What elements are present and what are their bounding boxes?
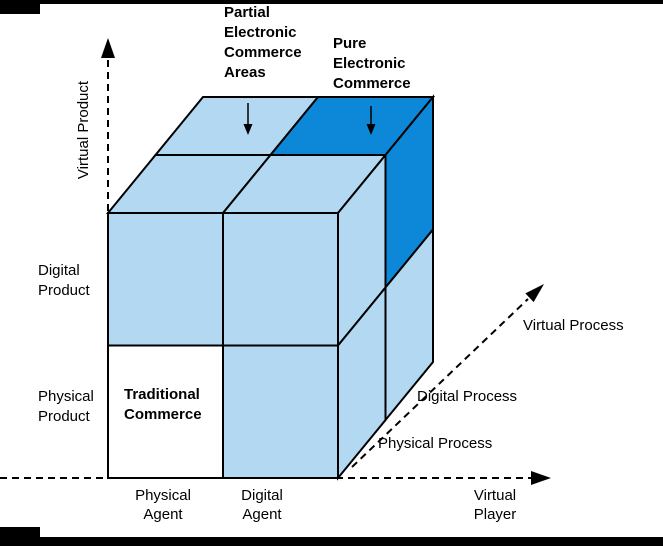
physical-product-line-2: Product	[38, 408, 91, 425]
partial-ec-line-1: Partial	[224, 4, 270, 21]
physical-agent-line-1: Physical	[135, 487, 191, 504]
partial-ec-line-3: Commerce	[224, 44, 302, 61]
digital-product-line-1: Digital	[38, 262, 80, 279]
pure-ec-line-2: Electronic	[333, 55, 406, 72]
virtual-process-axis-arrowhead-icon	[525, 284, 544, 303]
virtual-player-line-1: Virtual	[474, 487, 516, 504]
partial-ec-pointer-arrowhead-icon	[243, 124, 253, 135]
digital-agent-line-2: Agent	[242, 506, 282, 523]
partial-ec-line-4: Areas	[224, 64, 266, 81]
digital-product-line-2: Product	[38, 282, 91, 299]
virtual-player-line-2: Player	[474, 506, 517, 523]
pure-ec-line-1: Pure	[333, 35, 366, 52]
digital-product-label: Digital Product	[38, 262, 91, 299]
virtual-process-axis-line	[351, 298, 529, 468]
front-face-bottom-right-cell	[222, 344, 339, 479]
traditional-commerce-line-2: Commerce	[124, 406, 202, 423]
digital-agent-line-1: Digital	[241, 487, 283, 504]
physical-agent-label: Physical Agent	[135, 487, 191, 523]
partial-ec-heading: Partial Electronic Commerce Areas	[224, 4, 302, 81]
digital-process-label: Digital Process	[417, 388, 517, 405]
traditional-commerce-line-1: Traditional	[124, 386, 200, 403]
front-face-top-right-cell	[222, 212, 339, 347]
virtual-product-axis-label: Virtual Product	[75, 80, 92, 179]
pure-ec-heading: Pure Electronic Commerce	[333, 35, 411, 92]
virtual-player-axis-arrowhead-icon	[531, 471, 551, 485]
virtual-process-axis-label: Virtual Process	[523, 317, 624, 334]
physical-agent-line-2: Agent	[143, 506, 183, 523]
physical-product-label: Physical Product	[38, 388, 94, 425]
right-face-back-bottom-cell	[384, 226, 434, 423]
traditional-commerce-label: Traditional Commerce	[124, 386, 202, 423]
frame-corner-bottom-left	[0, 527, 40, 537]
front-face-top-left-cell	[107, 212, 224, 347]
partial-ec-line-2: Electronic	[224, 24, 297, 41]
frame-corner-top-left	[0, 4, 40, 14]
digital-agent-label: Digital Agent	[241, 487, 283, 523]
pure-ec-pointer-arrowhead-icon	[366, 124, 376, 135]
physical-process-label: Physical Process	[378, 435, 492, 452]
pure-ec-line-3: Commerce	[333, 75, 411, 92]
virtual-player-axis-label: Virtual Player	[474, 487, 517, 523]
physical-product-line-1: Physical	[38, 388, 94, 405]
virtual-product-axis-arrowhead-icon	[101, 38, 115, 58]
